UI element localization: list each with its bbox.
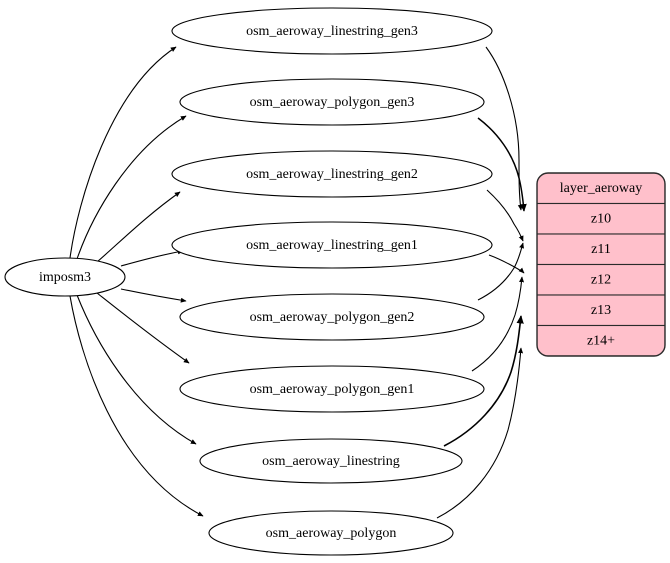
osm_aeroway_linestring_gen2-ellipse[interactable] bbox=[171, 150, 493, 198]
node-osm_aeroway_linestring_gen2[interactable]: osm_aeroway_linestring_gen2 bbox=[171, 150, 493, 198]
edge-osm_aeroway_linestring_gen2-to-z11 bbox=[486, 189, 524, 242]
edge-imposm3-to-osm_aeroway_linestring bbox=[76, 294, 197, 445]
layer_aeroway-row-z13-label: z13 bbox=[591, 303, 611, 318]
layer_aeroway-row-z13-cell[interactable] bbox=[537, 294, 665, 327]
edge-osm_aeroway_polygon_gen2-to-z11 bbox=[477, 242, 525, 301]
layer_aeroway-row-z11-cell[interactable] bbox=[537, 233, 665, 266]
layer_aeroway-row-z14p-label: z14+ bbox=[587, 334, 615, 349]
edge-osm_aeroway_linestring_gen1-to-z12 bbox=[488, 254, 525, 274]
edge-group-source-to-tables bbox=[69, 46, 204, 517]
node-osm_aeroway_polygon_gen3[interactable]: osm_aeroway_polygon_gen3 bbox=[179, 78, 485, 126]
osm_aeroway_linestring_gen2-label: osm_aeroway_linestring_gen2 bbox=[246, 167, 418, 182]
edge-osm_aeroway_linestring-to-z13 bbox=[443, 315, 524, 447]
layer_aeroway-row-z12-label: z12 bbox=[591, 273, 611, 288]
edge-osm_aeroway_polygon_gen3-to-z10 bbox=[477, 117, 527, 212]
edge-imposm3-to-osm_aeroway_polygon bbox=[69, 295, 204, 517]
node-osm_aeroway_polygon_gen2[interactable]: osm_aeroway_polygon_gen2 bbox=[179, 293, 485, 341]
osm_aeroway_linestring_gen1-label: osm_aeroway_linestring_gen1 bbox=[246, 238, 418, 253]
edge-imposm3-to-osm_aeroway_linestring_gen2 bbox=[96, 191, 181, 263]
layer_aeroway-row-z12-cell[interactable] bbox=[537, 263, 665, 296]
osm_aeroway_polygon-ellipse[interactable] bbox=[208, 510, 454, 556]
layer_aeroway-row-z10-cell[interactable] bbox=[537, 202, 665, 235]
osm_aeroway_linestring-ellipse[interactable] bbox=[199, 438, 463, 484]
osm_aeroway_polygon_gen3-label: osm_aeroway_polygon_gen3 bbox=[250, 95, 415, 110]
osm_aeroway_polygon_gen2-label: osm_aeroway_polygon_gen2 bbox=[250, 310, 415, 325]
edge-group-tables-to-layer bbox=[436, 46, 527, 519]
layer_aeroway-row-header-label: layer_aeroway bbox=[560, 181, 642, 196]
osm_aeroway_linestring_gen3-label: osm_aeroway_linestring_gen3 bbox=[246, 24, 418, 39]
osm_aeroway_polygon_gen2-ellipse[interactable] bbox=[179, 293, 485, 341]
node-osm_aeroway_polygon[interactable]: osm_aeroway_polygon bbox=[208, 510, 454, 556]
edge-imposm3-to-osm_aeroway_polygon_gen2 bbox=[120, 288, 187, 303]
layer_aeroway-row-header-cell[interactable] bbox=[537, 173, 665, 205]
node-osm_aeroway_linestring_gen1[interactable]: osm_aeroway_linestring_gen1 bbox=[171, 221, 493, 269]
edge-imposm3-to-osm_aeroway_linestring_gen1 bbox=[120, 249, 184, 267]
node-osm_aeroway_polygon_gen1[interactable]: osm_aeroway_polygon_gen1 bbox=[179, 365, 485, 413]
node-osm_aeroway_linestring[interactable]: osm_aeroway_linestring bbox=[199, 438, 463, 484]
layer_aeroway-row-z11-label: z11 bbox=[591, 242, 611, 257]
layer_aeroway-row-z10-label: z10 bbox=[591, 212, 611, 227]
osm_aeroway_linestring_gen3-ellipse[interactable] bbox=[171, 7, 493, 55]
osm_aeroway_polygon_gen1-label: osm_aeroway_polygon_gen1 bbox=[250, 382, 415, 397]
edge-osm_aeroway_polygon_gen1-to-z12 bbox=[471, 276, 525, 372]
osm_aeroway_polygon-label: osm_aeroway_polygon bbox=[266, 526, 397, 541]
edge-imposm3-to-osm_aeroway_polygon_gen1 bbox=[96, 292, 190, 364]
node-layer_aeroway[interactable]: layer_aeroway z10 z11 z12 z13 z14+ bbox=[536, 172, 666, 357]
node-imposm3[interactable]: imposm3 bbox=[4, 257, 126, 297]
layer_aeroway-row-z14p-cell[interactable] bbox=[537, 324, 665, 357]
imposm3-label: imposm3 bbox=[39, 270, 91, 285]
osm_aeroway_polygon_gen1-ellipse[interactable] bbox=[179, 365, 485, 413]
edge-osm_aeroway_polygon-to-z14p bbox=[436, 347, 524, 519]
osm_aeroway_polygon_gen3-ellipse[interactable] bbox=[179, 78, 485, 126]
layer_aeroway-outline bbox=[536, 172, 666, 357]
edge-imposm3-to-osm_aeroway_polygon_gen3 bbox=[76, 115, 187, 260]
edge-osm_aeroway_linestring_gen3-to-z10 bbox=[485, 46, 523, 211]
osm_aeroway_linestring_gen1-ellipse[interactable] bbox=[171, 221, 493, 269]
node-osm_aeroway_linestring_gen3[interactable]: osm_aeroway_linestring_gen3 bbox=[171, 7, 493, 55]
imposm3-ellipse[interactable] bbox=[4, 257, 126, 297]
edge-imposm3-to-osm_aeroway_linestring_gen3 bbox=[69, 46, 177, 259]
osm_aeroway_linestring-label: osm_aeroway_linestring bbox=[262, 454, 400, 469]
